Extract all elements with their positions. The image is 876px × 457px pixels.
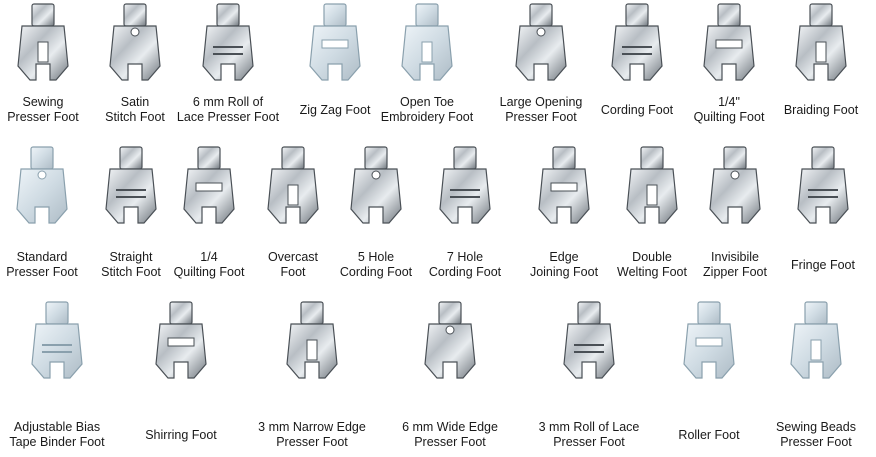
presser-foot-icon xyxy=(781,300,851,385)
label-line-1: 3 mm Narrow Edge xyxy=(258,420,366,434)
presser-foot-icon xyxy=(617,145,687,230)
label-line-2: Embroidery Foot xyxy=(380,110,474,124)
label-line-2: Presser Foot xyxy=(414,435,486,449)
label-line-1: Cording Foot xyxy=(600,103,674,117)
label-line-1: 3 mm Roll of Lace xyxy=(538,420,640,434)
presser-foot-icon xyxy=(96,145,166,230)
fringe-foot-label: Fringe Foot xyxy=(791,258,855,273)
label-line-1: 6 mm Wide Edge xyxy=(402,420,498,434)
presser-foot-icon xyxy=(786,2,856,87)
presser-foot-icon xyxy=(174,145,244,230)
label-line-2: Presser Foot xyxy=(276,435,348,449)
label-line-1: 5 Hole xyxy=(357,250,395,264)
presser-foot-icon xyxy=(674,300,744,385)
label-line-2: Quilting Foot xyxy=(173,265,245,279)
label-line-1: Straight xyxy=(109,250,153,264)
presser-foot-icon xyxy=(277,300,347,385)
label-line-1: Standard xyxy=(16,250,68,264)
label-line-1: Open Toe xyxy=(400,95,454,109)
label-line-2: Presser Foot xyxy=(780,435,852,449)
label-line-1: Invisibile xyxy=(711,250,759,264)
label-line-1: 1/4 xyxy=(200,250,218,264)
presser-foot-icon xyxy=(22,300,92,385)
label-line-2: Presser Foot xyxy=(553,435,625,449)
presser-foot-icon xyxy=(415,300,485,385)
presser-foot-icon xyxy=(100,2,170,87)
presser-foot-icon xyxy=(700,145,770,230)
presser-foot-icon xyxy=(300,2,370,87)
label-line-1: Fringe Foot xyxy=(791,258,855,272)
label-line-2: Welting Foot xyxy=(617,265,687,279)
label-line-2: Cording Foot xyxy=(428,265,502,279)
label-line-2: Foot xyxy=(280,265,306,279)
presser-foot-icon xyxy=(554,300,624,385)
label-line-1: 7 Hole xyxy=(446,250,484,264)
label-line-2: Presser Foot xyxy=(7,110,79,124)
label-line-1: Adjustable Bias xyxy=(13,420,101,434)
label-line-1: Braiding Foot xyxy=(783,103,859,117)
shirring-foot-label: Shirring Foot xyxy=(145,428,217,443)
label-line-1: 1/4" xyxy=(718,95,740,109)
label-line-1: Overcast xyxy=(267,250,319,264)
presser-foot-icon xyxy=(694,2,764,87)
presser-foot-icon xyxy=(430,145,500,230)
cording-foot-label: Cording Foot xyxy=(601,103,673,118)
label-line-1: Sewing xyxy=(22,95,64,109)
presser-foot-icon xyxy=(602,2,672,87)
label-line-2: Tape Binder Foot xyxy=(9,435,105,449)
label-line-1: Large Opening xyxy=(499,95,583,109)
braiding-foot-label: Braiding Foot xyxy=(784,103,858,118)
presser-foot-icon xyxy=(8,2,78,87)
label-line-2: Joining Foot xyxy=(529,265,599,279)
label-line-2: Presser Foot xyxy=(505,110,577,124)
presser-foot-icon xyxy=(392,2,462,87)
presser-foot-icon xyxy=(529,145,599,230)
quarter-quilting-foot-label: 1/4"Quilting Foot xyxy=(694,95,765,125)
presser-foot-icon xyxy=(788,145,858,230)
presser-foot-icon xyxy=(258,145,328,230)
label-line-2: Quilting Foot xyxy=(693,110,765,124)
label-line-1: Shirring Foot xyxy=(145,428,217,442)
presser-foot-icon xyxy=(146,300,216,385)
roller-foot-label: Roller Foot xyxy=(678,428,739,443)
zig-zag-foot-label: Zig Zag Foot xyxy=(300,103,371,118)
label-line-2: Presser Foot xyxy=(6,265,78,279)
label-line-1: Edge xyxy=(549,250,579,264)
label-line-2: Zipper Foot xyxy=(703,265,767,279)
presser-foot-icon xyxy=(506,2,576,87)
label-line-1: 6 mm Roll of xyxy=(192,95,264,109)
label-line-1: Zig Zag Foot xyxy=(299,103,371,117)
label-line-2: Lace Presser Foot xyxy=(176,110,280,124)
label-line-1: Double xyxy=(632,250,672,264)
presser-foot-icon xyxy=(341,145,411,230)
label-line-1: Roller Foot xyxy=(678,428,740,442)
label-line-2: Stitch Foot xyxy=(105,110,165,124)
presser-foot-icon xyxy=(193,2,263,87)
presser-foot-icon xyxy=(7,145,77,230)
label-line-2: Stitch Foot xyxy=(101,265,161,279)
label-line-1: Satin xyxy=(120,95,150,109)
label-line-1: Sewing Beads xyxy=(776,420,856,434)
label-line-2: Cording Foot xyxy=(339,265,413,279)
